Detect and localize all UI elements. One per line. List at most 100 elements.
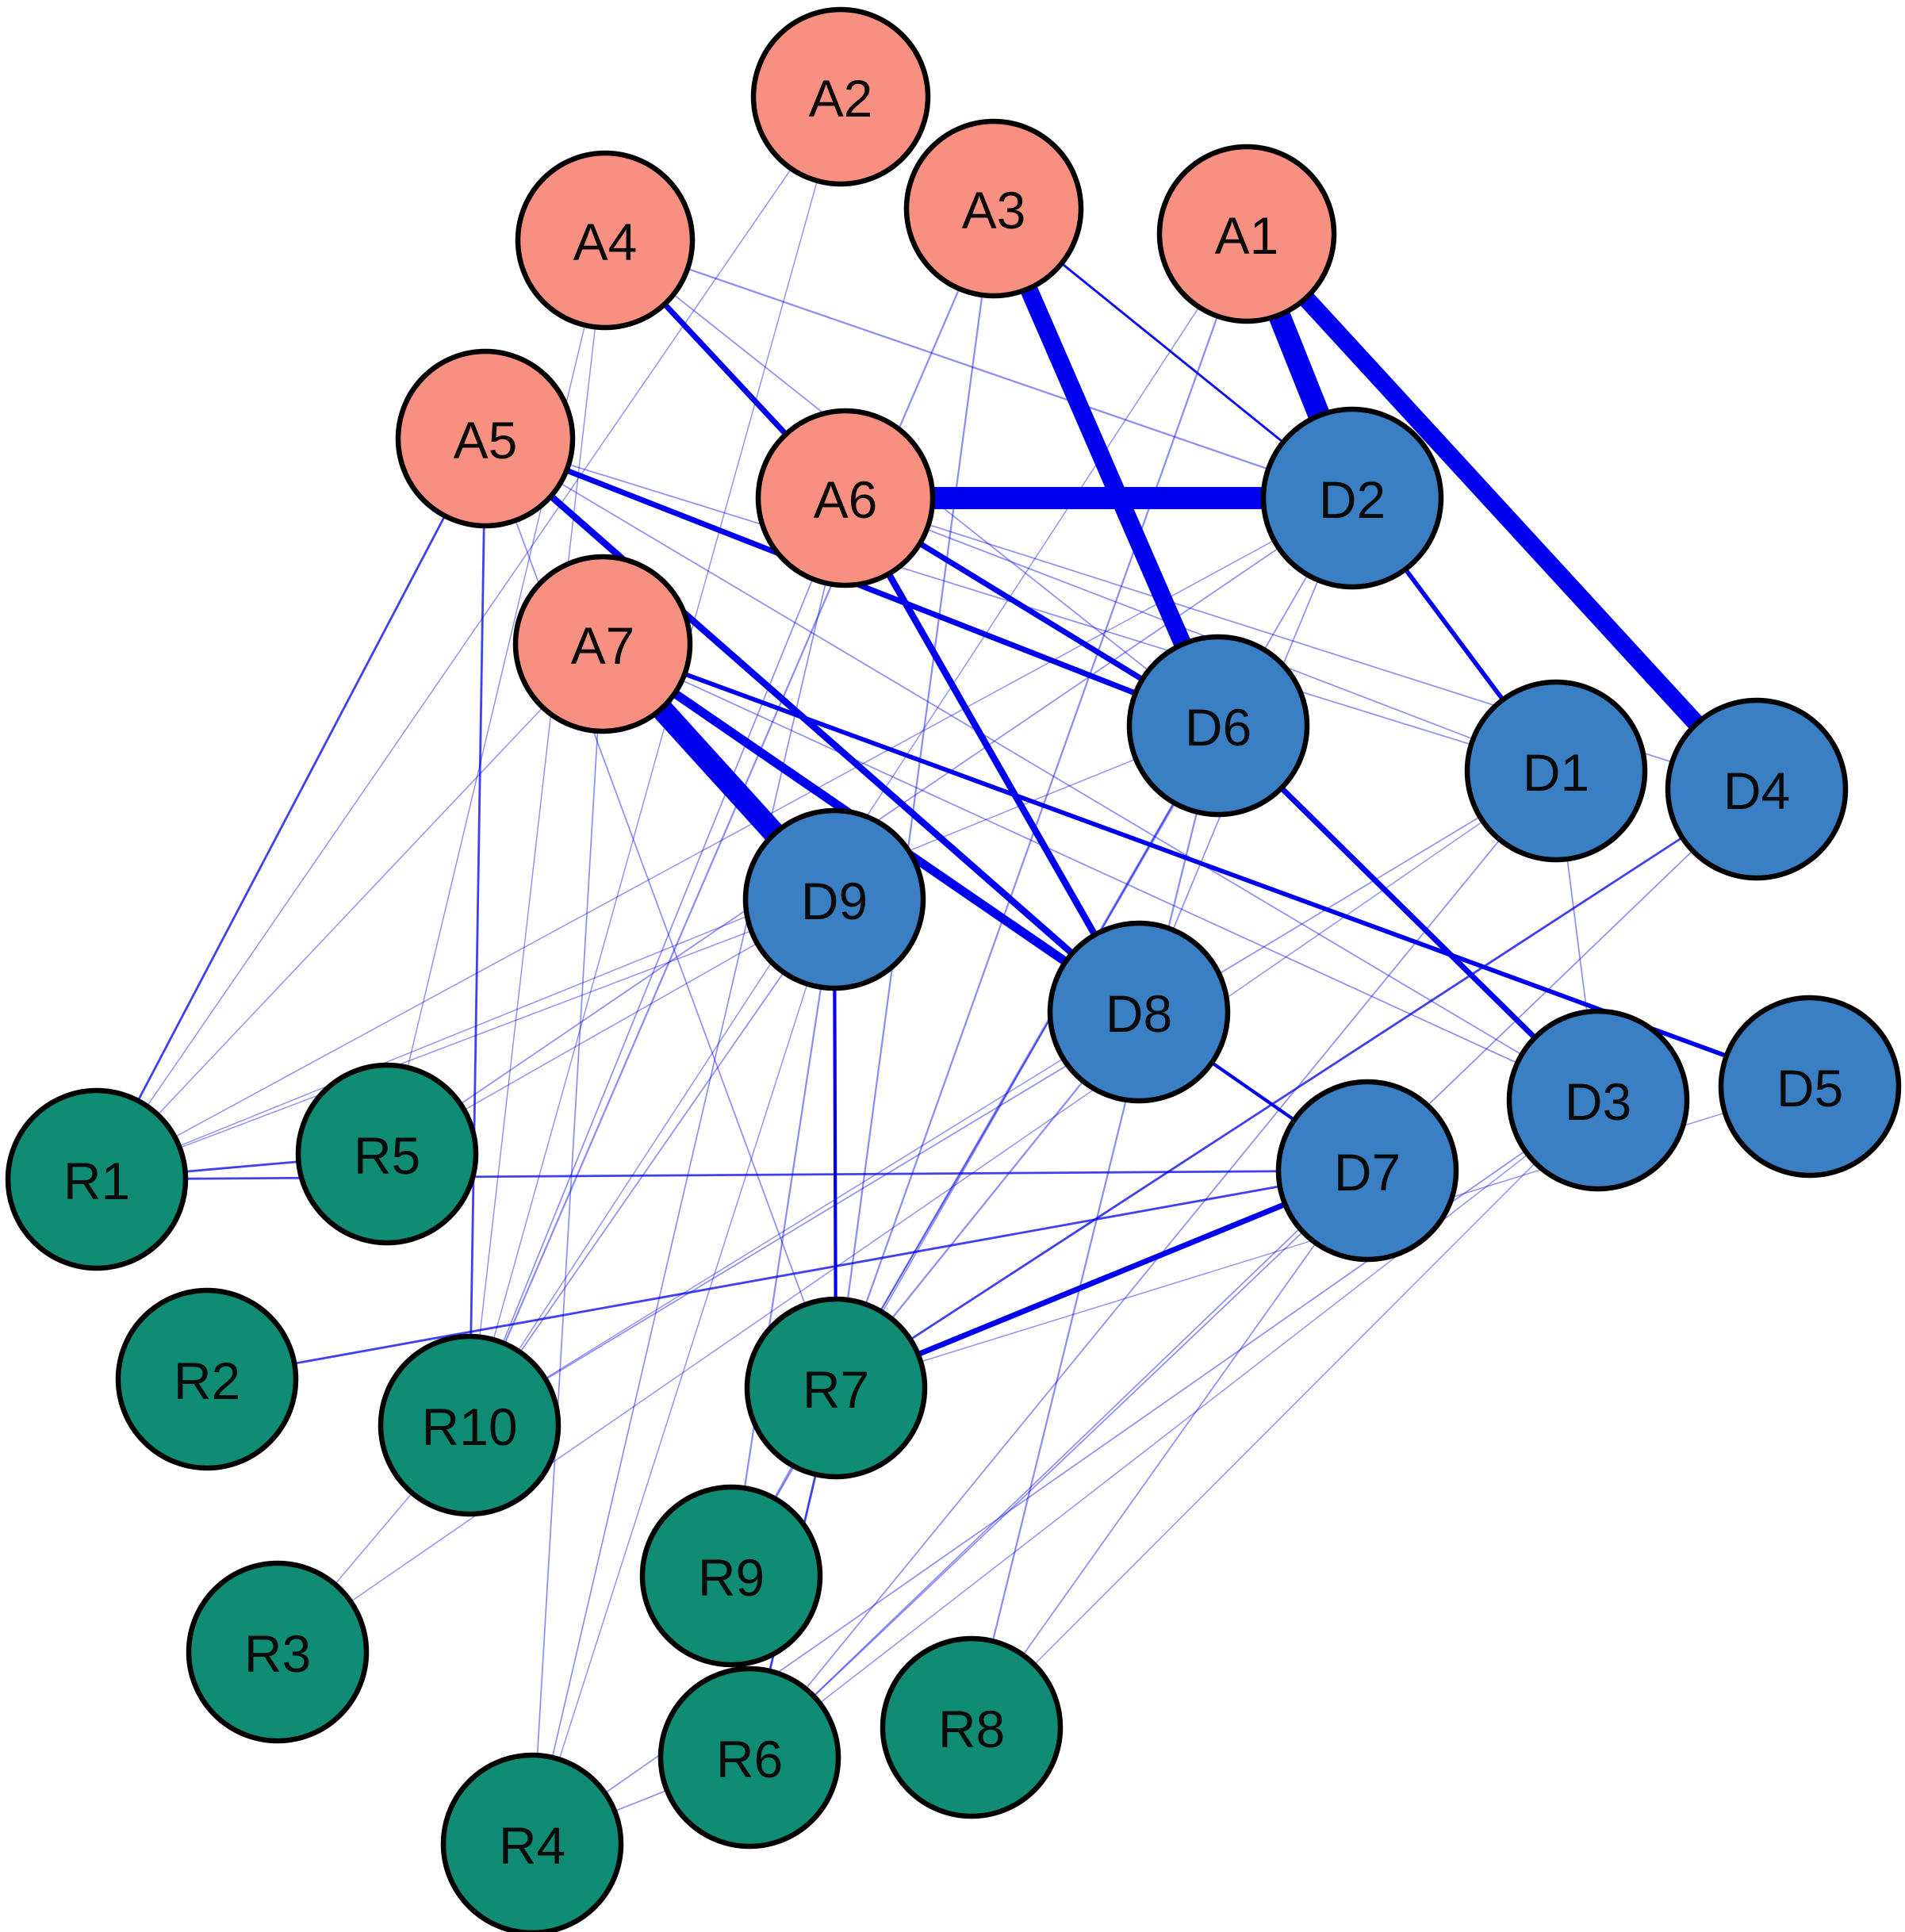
node-label: A7 <box>571 616 635 675</box>
node-circle <box>440 1752 624 1932</box>
node-layer: A1A2A3A4A5A6A7D1D2D3D4D5D6D7D8D9R1R2R3R4… <box>5 6 1902 1932</box>
node-label: R1 <box>63 1152 130 1210</box>
node-label: D8 <box>1106 984 1172 1043</box>
edge-d9-r10 <box>469 899 835 1426</box>
node-label: R5 <box>354 1126 420 1185</box>
edge-layer <box>95 96 1811 1845</box>
node-label: R7 <box>803 1360 869 1419</box>
node-d4: D4 <box>1665 697 1849 881</box>
node-d6: D6 <box>1126 634 1310 818</box>
node-label: R8 <box>938 1700 1005 1758</box>
node-r2: R2 <box>115 1287 299 1471</box>
edge-d3-r6 <box>749 1099 1599 1758</box>
node-label: D4 <box>1723 761 1790 820</box>
edge-a4-r10 <box>469 240 606 1426</box>
node-circle <box>742 807 926 991</box>
edge-a1-d4 <box>1240 228 1764 795</box>
edge-d7-r1 <box>96 1169 1368 1181</box>
node-circle <box>880 1635 1064 1819</box>
edge-a6-r10 <box>469 497 846 1426</box>
node-r7: R7 <box>744 1296 928 1480</box>
node-circle <box>512 554 693 734</box>
edge-a2-r10 <box>469 96 841 1426</box>
node-a2: A2 <box>750 6 931 187</box>
node-a7: A7 <box>512 554 693 734</box>
node-circle <box>1464 679 1648 863</box>
node-circle <box>1047 920 1231 1104</box>
node-label: R6 <box>716 1730 783 1788</box>
edge-a3-r7 <box>834 208 995 1389</box>
edge-a4-r5 <box>386 240 606 1155</box>
node-r8: R8 <box>880 1635 1064 1819</box>
node-circle <box>1506 1008 1690 1192</box>
node-circle <box>755 408 936 588</box>
node-circle <box>1126 634 1310 818</box>
edge-a6-r4 <box>531 497 846 1845</box>
node-circle <box>1260 406 1444 590</box>
edge-d9-r9 <box>730 899 836 1577</box>
node-label: R10 <box>421 1397 517 1456</box>
node-d2: D2 <box>1260 406 1444 590</box>
node-circle <box>639 1484 823 1668</box>
edge-a4-d2 <box>604 239 1353 500</box>
edge-a7-d3 <box>602 643 1599 1101</box>
node-circle <box>5 1087 189 1271</box>
node-a6: A6 <box>755 408 936 588</box>
node-label: A6 <box>814 470 878 529</box>
node-circle <box>657 1666 841 1850</box>
node-d8: D8 <box>1047 920 1231 1104</box>
edge-d7-r2 <box>206 1169 1368 1381</box>
node-circle <box>378 1333 562 1517</box>
node-circle <box>295 1062 479 1246</box>
edge-a1-r7 <box>834 233 1248 1389</box>
node-label: R3 <box>244 1624 311 1683</box>
node-d5: D5 <box>1718 995 1902 1179</box>
node-label: D5 <box>1777 1059 1843 1117</box>
node-d3: D3 <box>1506 1008 1690 1192</box>
node-circle <box>1156 144 1337 324</box>
edge-a5-d1 <box>485 438 1557 772</box>
node-circle <box>395 348 576 529</box>
node-r10: R10 <box>378 1333 562 1517</box>
node-label: R4 <box>499 1816 565 1875</box>
node-d9: D9 <box>742 807 926 991</box>
node-label: D6 <box>1185 698 1251 757</box>
node-label: R9 <box>698 1548 765 1607</box>
node-d1: D1 <box>1464 679 1648 863</box>
node-circle <box>1665 697 1849 881</box>
node-circle <box>1275 1079 1459 1263</box>
node-circle <box>903 118 1084 299</box>
node-label: D3 <box>1565 1072 1631 1131</box>
edge-d8-r10 <box>469 1011 1140 1426</box>
node-d7: D7 <box>1275 1079 1459 1263</box>
edge-d2-r1 <box>96 497 1353 1180</box>
edge-a5-d8 <box>483 435 1141 1015</box>
edge-a5-r1 <box>95 438 487 1180</box>
node-circle <box>1718 995 1902 1179</box>
node-r4: R4 <box>440 1752 624 1932</box>
node-a1: A1 <box>1156 144 1337 324</box>
edge-a6-d8 <box>842 496 1142 1014</box>
edge-d7-r6 <box>749 1170 1368 1758</box>
node-a4: A4 <box>515 150 696 331</box>
node-a5: A5 <box>395 348 576 529</box>
edge-d7-r8 <box>971 1170 1368 1728</box>
edge-d9-r1 <box>96 899 835 1180</box>
edge-d1-r6 <box>749 770 1557 1758</box>
edge-d1-r10 <box>469 770 1557 1426</box>
edge-d6-r8 <box>970 725 1220 1728</box>
node-label: A4 <box>573 213 638 271</box>
node-circle <box>186 1560 370 1744</box>
edge-d6-r7 <box>835 725 1219 1389</box>
edge-a5-r10 <box>468 438 487 1426</box>
edge-a2-r1 <box>96 96 841 1180</box>
node-circle <box>750 6 931 187</box>
edge-a3-r10 <box>468 208 995 1426</box>
node-r3: R3 <box>186 1560 370 1744</box>
node-circle <box>515 150 696 331</box>
edge-a7-r4 <box>531 643 604 1845</box>
edge-d4-r6 <box>749 788 1757 1758</box>
edge-a3-d6 <box>985 205 1227 730</box>
node-circle <box>115 1287 299 1471</box>
